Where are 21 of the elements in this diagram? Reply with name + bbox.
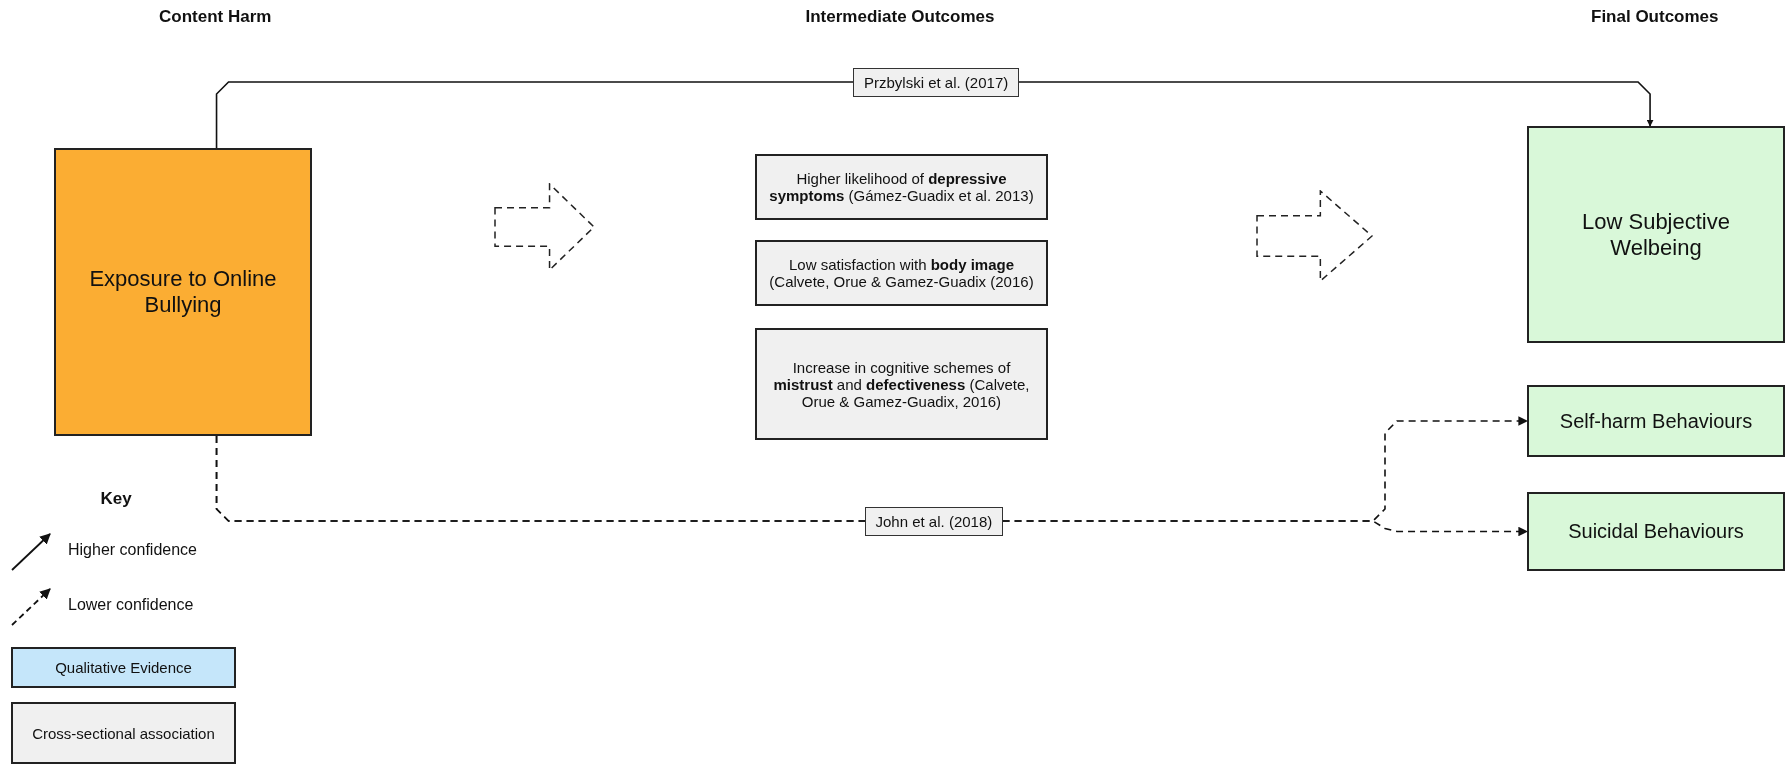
hollow-arrow	[1256, 190, 1373, 282]
column-heading: Content Harm	[159, 7, 272, 27]
legend-swatch: Qualitative Evidence	[11, 647, 236, 688]
legend-text: Higher confidence	[68, 541, 197, 559]
arrow	[215, 435, 1528, 537]
text-box: Low Subjective Welbeing	[1527, 126, 1785, 343]
text-box: Suicidal Behaviours	[1527, 492, 1785, 571]
column-heading: Final Outcomes	[1591, 7, 1719, 27]
legend-text: Lower confidence	[68, 596, 194, 614]
column-heading: Intermediate Outcomes	[805, 7, 995, 27]
text-box: Higher likelihood of depressive symptoms (Gámez-Guadix et al. 2013)	[755, 154, 1048, 220]
edge-label: John et al. (2018)	[864, 506, 1004, 536]
hollow-arrow	[494, 183, 595, 271]
text-box: Increase in cognitive schemes of mistrust and defectiveness (Calvete, Orue & Gamez-Guadix, 2016)	[755, 328, 1048, 440]
legend-swatch: Cross-sectional association	[11, 702, 236, 764]
legend-title: Key	[100, 489, 132, 509]
text-box: Low satisfaction with body image (Calvete, Orue & Gamez-Guadix (2016)	[755, 240, 1048, 306]
text-box: Self-harm Behaviours	[1527, 385, 1785, 457]
arrow	[215, 81, 1654, 149]
edge-label: Przbylski et al. (2017)	[853, 67, 1020, 97]
text-box: Exposure to Online Bullying	[54, 148, 312, 436]
